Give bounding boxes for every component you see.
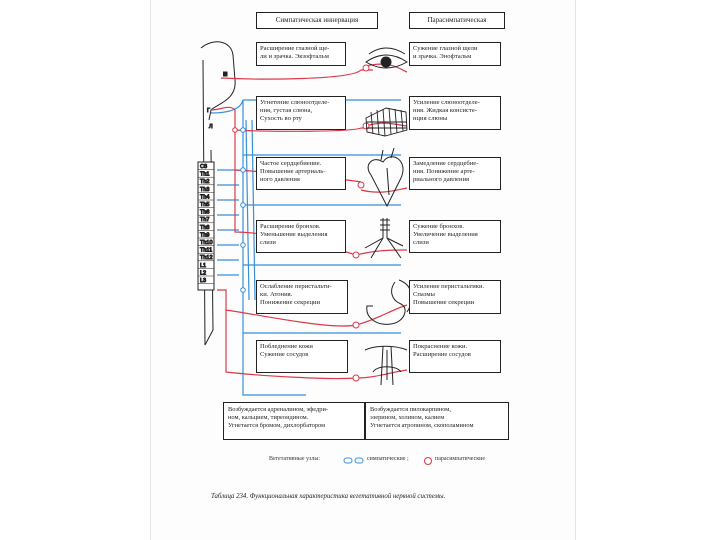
- spine-label: Th3: [200, 187, 209, 193]
- legend-sympathetic-marker: [343, 457, 364, 464]
- stomach-icon: [366, 279, 413, 325]
- heart-icon: [367, 147, 404, 208]
- parasympathetic-effect-stomach: Усиление перистальтики. Спазмы Повышение…: [409, 280, 501, 314]
- spine-label: III: [223, 72, 228, 78]
- legend-parasympathetic-marker: [424, 457, 432, 465]
- parasympathetic-effect-skin: Покраснение кожи. Расширение сосудов: [409, 340, 501, 373]
- sympathetic-effect-stomach: Ослабление перистальти- ки. Атония. Пони…: [256, 280, 348, 314]
- spine-label: Th2: [200, 179, 209, 185]
- spinal-cord-figure: III Г Л C8Th1Th2Th3Th4Th5Th6Th7Th8Th9Th10Th…: [197, 41, 236, 346]
- salivary-gland-icon: [365, 107, 408, 137]
- spine-label: L2: [200, 270, 206, 276]
- spine-label: Th7: [200, 217, 209, 223]
- sympathetic-effect-heart: Частое сердцебиение. Повышение артериаль…: [256, 157, 346, 190]
- parasympathetic-effect-salivary: Усиление слюноотделе- ния. Жидкая консис…: [409, 96, 501, 130]
- figure-caption: Таблица 234. Функциональная характеристи…: [211, 493, 446, 500]
- spine-label: L3: [200, 278, 206, 284]
- parasympathetic-effect-eye: Сужение глазной щели и зрачка. Энофтальм: [409, 42, 501, 66]
- spine-label: Г: [207, 108, 210, 114]
- spine-label: C8: [200, 164, 207, 170]
- spine-label: Th1: [200, 172, 209, 178]
- sympathetic-effect-bronchi: Расширение бронхов. Уменьшение выделения…: [256, 220, 346, 253]
- legend-prefix: Вегетативные узлы:: [269, 456, 321, 462]
- skin-icon: [364, 345, 408, 386]
- summary-sympathetic: Возбуждается адреналином, эфедри- ном, к…: [223, 402, 365, 440]
- spine-label: L1: [200, 263, 206, 269]
- spine-label: Th8: [200, 225, 209, 231]
- spine-label: Th11: [200, 248, 212, 254]
- spine-label: Th10: [200, 240, 213, 246]
- sympathetic-effect-salivary: Угнетение слюноотделе- ния, густая слюна…: [256, 96, 346, 130]
- parasympathetic-effect-bronchi: Сужение бронхов. Увеличение выделения сл…: [409, 220, 501, 253]
- spine-label: Th9: [200, 232, 209, 238]
- summary-parasympathetic: Возбуждается пилокарпином, эзерином, хол…: [365, 402, 509, 440]
- spine-label: Л: [209, 124, 213, 130]
- bronchi-icon: [364, 218, 404, 259]
- sympathetic-effect-eye: Расширение глазной ще- ли и зрачка. Экзо…: [256, 42, 346, 66]
- spine-label: Th4: [200, 194, 209, 200]
- spine-label: Th12: [200, 255, 213, 261]
- parasympathetic-effect-heart: Замедление сердцебие- ния. Понижение арт…: [409, 157, 501, 190]
- sympathetic-effect-skin: Побледнение кожи Сужение сосудов: [256, 340, 348, 373]
- legend-parasympathetic-label: парасимпатические: [435, 456, 486, 462]
- spine-label: Th5: [200, 202, 209, 208]
- nerve-diagram: III Г Л C8Th1Th2Th3Th4Th5Th6Th7Th8Th9Th10Th…: [197, 41, 413, 396]
- header-sympathetic: Симпатическая иннервация: [256, 12, 378, 29]
- legend-sympathetic-label: симпатические ;: [367, 456, 409, 462]
- sympathetic-lines: [210, 99, 401, 396]
- header-parasympathetic: Парасимпатическая иннервация: [409, 12, 505, 29]
- eye-icon: [365, 47, 408, 69]
- spine-label: Th6: [200, 210, 209, 216]
- legend: Вегетативные узлы: симпатические ; парас…: [269, 456, 509, 466]
